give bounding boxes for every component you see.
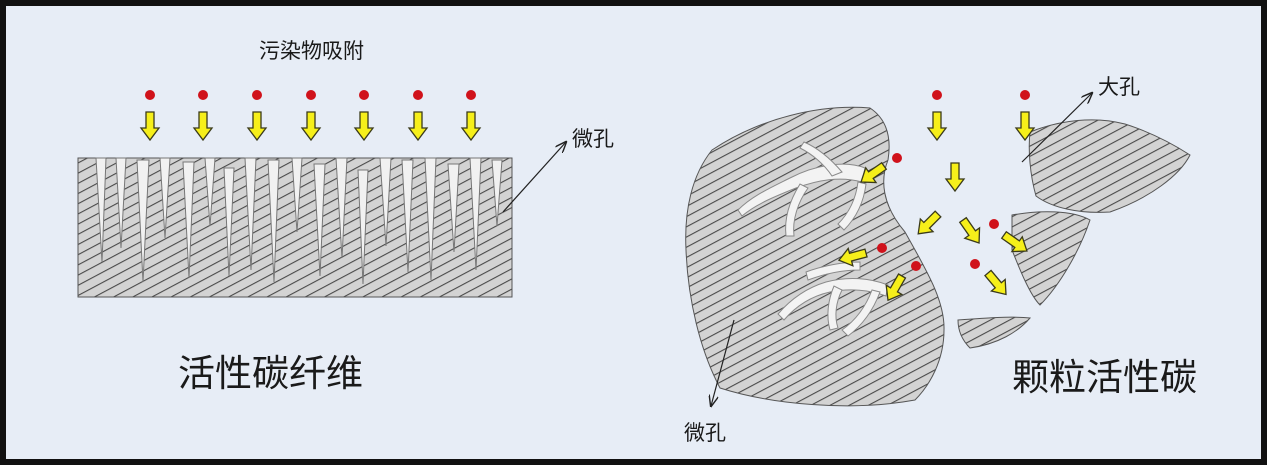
yellow-arrow-icon <box>958 216 981 244</box>
macropore-pointer <box>1021 93 1092 163</box>
granule-bottom-chip <box>957 316 1031 349</box>
yellow-arrow-icon <box>353 111 375 142</box>
red-dot-icon <box>145 90 155 100</box>
red-dot-icon <box>306 90 316 100</box>
pollutant-group <box>246 90 268 142</box>
micropore-label-left: 微孔 <box>572 127 614 151</box>
yellow-arrow-icon <box>407 111 429 142</box>
macropore-label: 大孔 <box>1098 75 1140 99</box>
micropore-pointer-right <box>711 319 735 406</box>
pollutant-group <box>460 90 482 142</box>
yellow-arrow-icon <box>860 161 888 184</box>
red-dot-icon <box>1020 90 1030 100</box>
pollutant-group <box>139 90 161 142</box>
granule-panel: 大孔 微孔 颗粒活性碳 <box>684 75 1197 445</box>
yellow-arrow-icon <box>300 111 322 142</box>
yellow-arrow-icon <box>944 162 966 193</box>
fiber-title: 活性碳纤维 <box>178 352 363 395</box>
red-dot-icon <box>466 90 476 100</box>
yellow-arrow-icon <box>917 210 942 235</box>
yellow-arrow-icon <box>885 273 907 302</box>
yellow-arrow-icon <box>192 111 214 142</box>
yellow-arrow-icon <box>926 111 948 142</box>
pollutant-group <box>926 90 948 142</box>
red-dot-icon <box>989 219 999 229</box>
red-dot-icon <box>252 90 262 100</box>
yellow-arrow-icon <box>1000 230 1028 253</box>
red-dot-icon <box>198 90 208 100</box>
granule-pore-channels <box>737 141 889 337</box>
granule-top-right <box>1028 119 1191 213</box>
micropore-pointer-left <box>502 142 566 213</box>
pollutant-group <box>353 90 375 142</box>
red-dot-icon <box>877 243 887 253</box>
yellow-arrow-icon <box>984 269 1007 296</box>
granule-lower-right <box>1011 211 1091 306</box>
fiber-panel: 污染物吸附 微孔 活性碳纤维 <box>77 39 614 395</box>
yellow-arrow-icon <box>837 247 868 267</box>
red-dot-icon <box>970 259 980 269</box>
red-dot-icon <box>359 90 369 100</box>
red-dot-icon <box>911 261 921 271</box>
micropore-label-right: 微孔 <box>684 421 726 445</box>
fiber-slits <box>95 157 503 285</box>
adsorption-label: 污染物吸附 <box>259 39 364 63</box>
yellow-arrow-icon <box>460 111 482 142</box>
yellow-arrow-icon <box>1014 111 1036 142</box>
red-dot-icon <box>932 90 942 100</box>
pollutant-group <box>407 90 429 142</box>
yellow-arrow-icon <box>139 111 161 142</box>
granule-title: 颗粒活性碳 <box>1012 356 1197 399</box>
granule-main <box>685 106 945 407</box>
yellow-arrow-icon <box>246 111 268 142</box>
granule-pollutants <box>837 90 1036 302</box>
pollutant-group <box>300 90 322 142</box>
red-dot-icon <box>413 90 423 100</box>
fiber-pollutants <box>139 90 482 142</box>
red-dot-icon <box>892 153 902 163</box>
pollutant-group <box>1014 90 1036 142</box>
pollutant-group <box>192 90 214 142</box>
